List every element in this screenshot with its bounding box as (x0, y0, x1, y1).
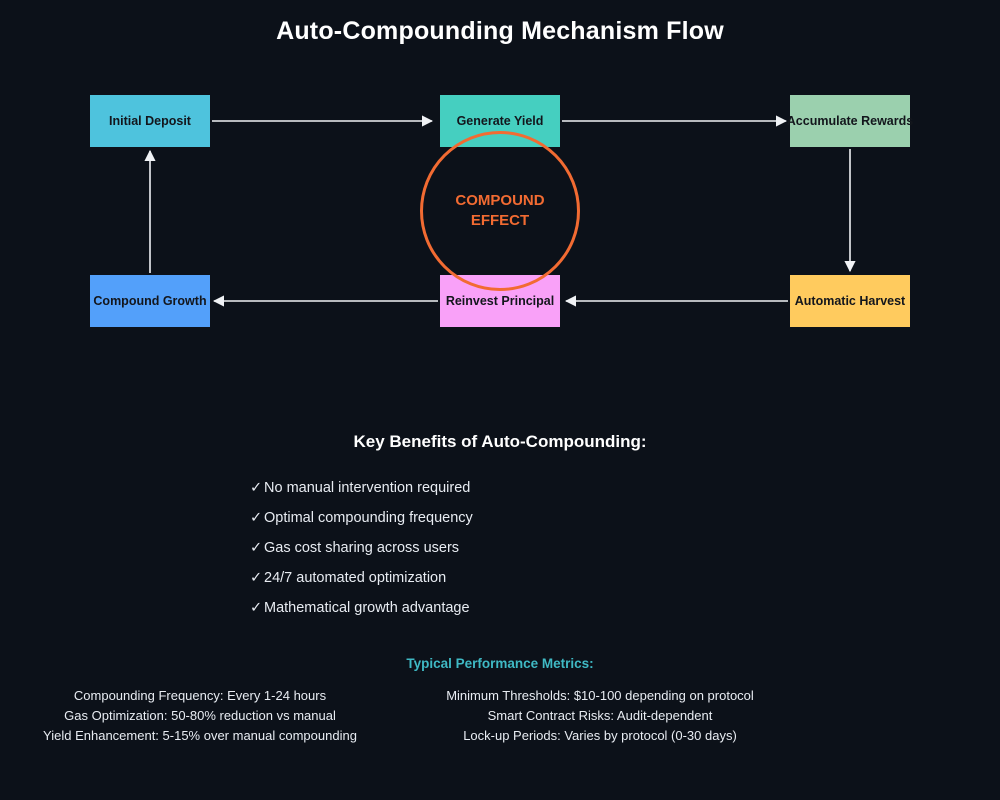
check-icon: ✓ (250, 600, 263, 616)
compound-effect-label-line2: EFFECT (470, 212, 530, 229)
benefits-title: Key Benefits of Auto-Compounding: (353, 432, 647, 451)
benefit-item-label: No manual intervention required (264, 480, 471, 496)
benefit-item-label: 24/7 automated optimization (264, 570, 447, 586)
flow-node-generate-yield[interactable]: Generate Yield (440, 95, 560, 147)
flow-node-label: Reinvest Principal (445, 294, 555, 308)
metric-line: Compounding Frequency: Every 1-24 hours (73, 688, 327, 703)
check-icon: ✓ (250, 540, 263, 556)
flow-diagram: Initial Deposit Generate Yield Accumulat… (90, 95, 914, 327)
benefit-item-label: Mathematical growth advantage (264, 600, 470, 616)
benefit-item: ✓No manual intervention required (250, 473, 850, 503)
benefits-list: ✓No manual intervention required ✓Optima… (250, 473, 850, 623)
check-icon: ✓ (250, 480, 263, 496)
metric-line: Lock-up Periods: Varies by protocol (0-3… (463, 728, 737, 743)
flow-node-compound-growth[interactable]: Compound Growth (90, 275, 210, 327)
benefit-item: ✓Gas cost sharing across users (250, 533, 850, 563)
compound-effect-circle (420, 131, 580, 291)
flow-node-label: Compound Growth (93, 294, 207, 308)
flow-arrows-svg (144, 115, 856, 307)
benefit-item: ✓Mathematical growth advantage (250, 593, 850, 623)
benefit-item-label: Gas cost sharing across users (264, 540, 460, 556)
metric-line: Minimum Thresholds: $10-100 depending on… (446, 688, 754, 703)
check-icon: ✓ (250, 570, 263, 586)
compound-effect-label-line1: COMPOUND (455, 192, 545, 209)
benefit-item: ✓Optimal compounding frequency (250, 503, 850, 533)
metrics-column-left: Compounding Frequency: Every 1-24 hours … (0, 686, 400, 746)
metric-line: Smart Contract Risks: Audit-dependent (487, 708, 713, 723)
flow-node-label: Automatic Harvest (794, 294, 906, 308)
check-icon: ✓ (250, 510, 263, 526)
flow-node-initial-deposit[interactable]: Initial Deposit (90, 95, 210, 147)
flow-node-label: Accumulate Rewards (786, 114, 914, 128)
metrics-column-right: Minimum Thresholds: $10-100 depending on… (400, 686, 800, 746)
flow-node-accumulate-rewards[interactable]: Accumulate Rewards (786, 95, 914, 147)
metric-line: Gas Optimization: 50-80% reduction vs ma… (64, 708, 336, 723)
benefit-item-label: Optimal compounding frequency (264, 510, 473, 526)
flow-node-label: Generate Yield (456, 114, 544, 128)
metric-line: Yield Enhancement: 5-15% over manual com… (43, 728, 357, 743)
benefit-item: ✓24/7 automated optimization (250, 563, 850, 593)
page-title: Auto-Compounding Mechanism Flow (276, 17, 724, 45)
compound-effect-label: COMPOUND EFFECT (420, 131, 580, 291)
flow-node-automatic-harvest[interactable]: Automatic Harvest (790, 275, 910, 327)
flow-node-label: Initial Deposit (109, 114, 191, 128)
metrics-title: Typical Performance Metrics: (406, 656, 594, 671)
